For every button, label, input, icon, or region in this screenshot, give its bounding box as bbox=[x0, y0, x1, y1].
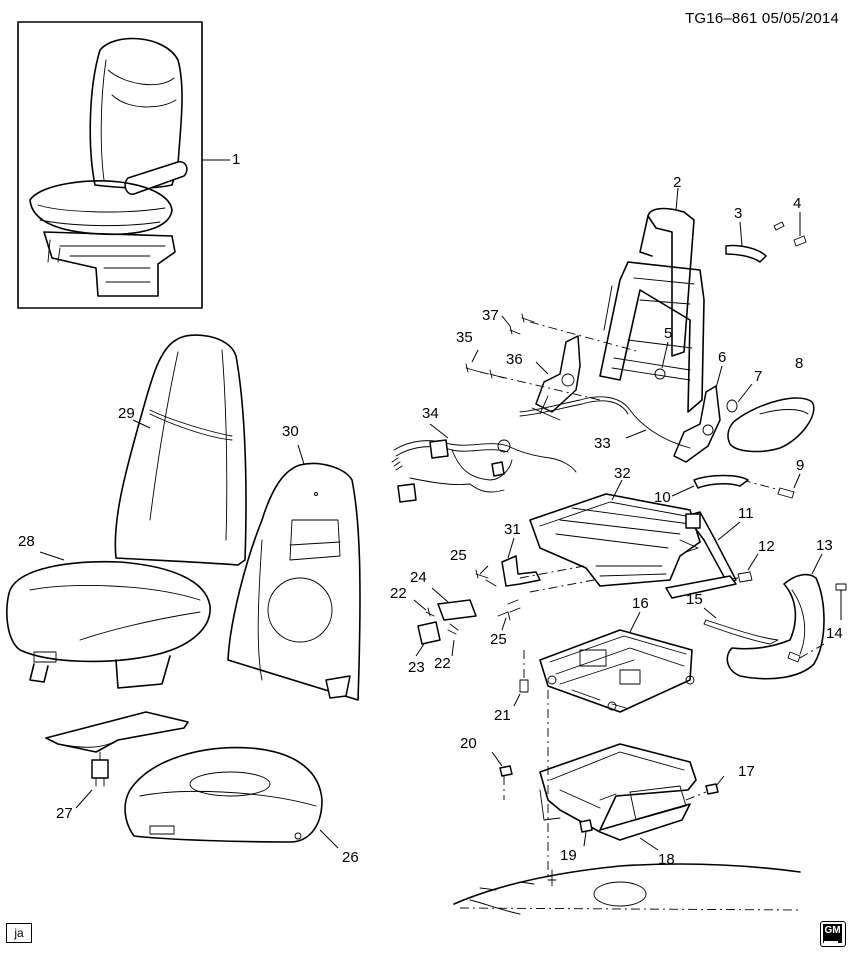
callout-5: 5 bbox=[664, 325, 673, 342]
callout-2: 2 bbox=[673, 174, 682, 191]
callout-3: 3 bbox=[734, 205, 743, 222]
callout-13: 13 bbox=[816, 537, 833, 554]
seat-back-frame bbox=[599, 187, 705, 413]
shield-screws bbox=[787, 583, 847, 663]
callout-25-b: 25 bbox=[490, 631, 507, 648]
wiring-harness bbox=[391, 423, 577, 503]
callout-17: 17 bbox=[738, 763, 755, 780]
bushing bbox=[654, 341, 669, 380]
gm-logo-icon: GM bbox=[820, 921, 846, 947]
washer bbox=[726, 383, 753, 413]
adjuster-bolt bbox=[513, 650, 529, 707]
seat-cushion-cover bbox=[6, 551, 211, 689]
callout-22-b: 22 bbox=[434, 655, 451, 672]
callout-19: 19 bbox=[560, 847, 577, 864]
callout-6: 6 bbox=[718, 349, 727, 366]
bracket-and-switch-parts bbox=[413, 537, 595, 657]
callout-28: 28 bbox=[18, 533, 35, 550]
seat-cushion-frame bbox=[529, 479, 701, 587]
callout-4: 4 bbox=[793, 195, 802, 212]
callout-11: 11 bbox=[738, 505, 754, 522]
callout-30: 30 bbox=[282, 423, 299, 440]
recliner-bracket-right bbox=[673, 365, 723, 463]
frame-bracket bbox=[725, 221, 767, 263]
callout-27: 27 bbox=[56, 805, 73, 822]
callout-23: 23 bbox=[408, 659, 425, 676]
seat-assembly-inset bbox=[17, 21, 230, 309]
callout-22-a: 22 bbox=[390, 585, 407, 602]
callout-25-a: 25 bbox=[450, 547, 467, 564]
gm-logo-text: GM bbox=[823, 924, 842, 943]
screw-and-lever bbox=[671, 473, 801, 499]
gm-logo-bar bbox=[824, 941, 838, 943]
callout-36: 36 bbox=[506, 351, 523, 368]
callout-32: 32 bbox=[614, 465, 631, 482]
seat-side-shield bbox=[726, 553, 825, 680]
diagram-reference-code: TG16–861 05/05/2014 bbox=[685, 10, 839, 27]
callout-8: 8 bbox=[795, 355, 804, 372]
seat-cushion-pad bbox=[124, 746, 339, 849]
recliner-bolts bbox=[465, 313, 641, 401]
callout-34: 34 bbox=[422, 405, 439, 422]
recliner-cable bbox=[519, 396, 691, 449]
riser-nuts bbox=[491, 751, 725, 847]
seat-belt-buckle bbox=[685, 511, 741, 585]
callout-37: 37 bbox=[482, 307, 499, 324]
latch-rail bbox=[665, 575, 779, 645]
callout-9: 9 bbox=[796, 457, 805, 474]
callout-12: 12 bbox=[758, 538, 775, 555]
callout-33: 33 bbox=[594, 435, 611, 452]
seat-back-cover bbox=[114, 334, 247, 566]
callout-16: 16 bbox=[632, 595, 649, 612]
callout-26: 26 bbox=[342, 849, 359, 866]
callout-31: 31 bbox=[504, 521, 521, 538]
callout-14: 14 bbox=[826, 625, 843, 642]
occupant-sensor-mat bbox=[45, 711, 189, 809]
callout-24: 24 bbox=[410, 569, 427, 586]
bolt bbox=[773, 212, 807, 247]
callout-35: 35 bbox=[456, 329, 473, 346]
seat-riser-base bbox=[539, 743, 697, 851]
callout-21: 21 bbox=[494, 707, 511, 724]
callout-29: 29 bbox=[118, 405, 135, 422]
callout-10: 10 bbox=[654, 489, 671, 506]
callout-15: 15 bbox=[686, 591, 703, 608]
callout-7: 7 bbox=[754, 368, 763, 385]
illustrator-tag: ja bbox=[6, 923, 32, 943]
seat-back-panel bbox=[227, 444, 361, 701]
callout-1: 1 bbox=[232, 151, 241, 168]
recliner-bracket-left bbox=[531, 335, 581, 421]
vehicle-floor bbox=[453, 863, 801, 915]
power-seat-adjuster bbox=[539, 611, 695, 713]
callout-18: 18 bbox=[658, 851, 675, 868]
callout-20: 20 bbox=[460, 735, 477, 752]
recliner-handle-cover bbox=[727, 397, 815, 453]
